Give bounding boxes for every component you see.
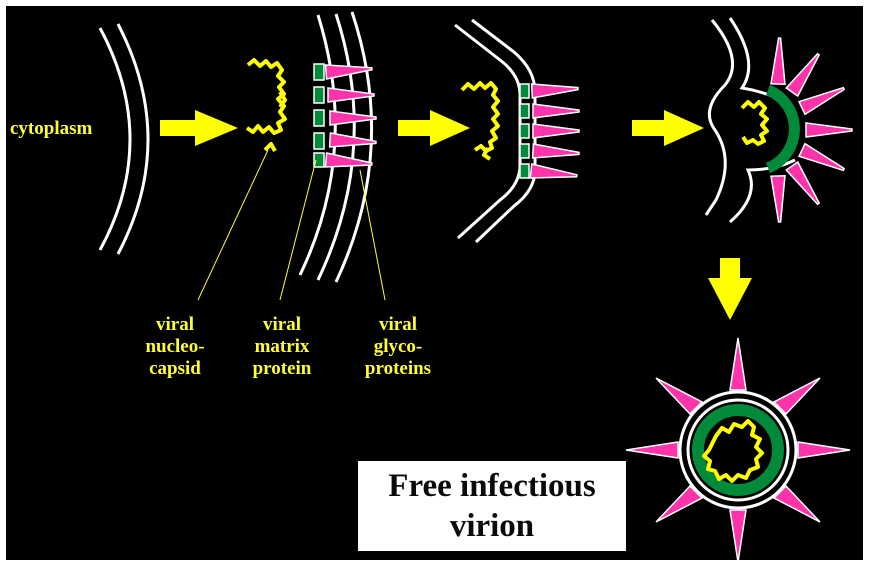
svg-text:nucleo-: nucleo- <box>145 336 204 357</box>
svg-text:glyco-: glyco- <box>374 336 423 357</box>
svg-text:matrix: matrix <box>255 336 310 357</box>
svg-text:protein: protein <box>253 358 312 379</box>
svg-text:capsid: capsid <box>149 358 201 379</box>
caption-line-2: virion <box>450 508 534 544</box>
cytoplasm-label: cytoplasm <box>10 118 93 139</box>
svg-text:proteins: proteins <box>365 358 431 379</box>
caption-line-1: Free infectious <box>388 468 596 504</box>
svg-text:viral: viral <box>156 314 194 335</box>
svg-text:viral: viral <box>379 314 417 335</box>
stage-3-matrix-proteins <box>520 84 529 178</box>
svg-text:viral: viral <box>263 314 301 335</box>
